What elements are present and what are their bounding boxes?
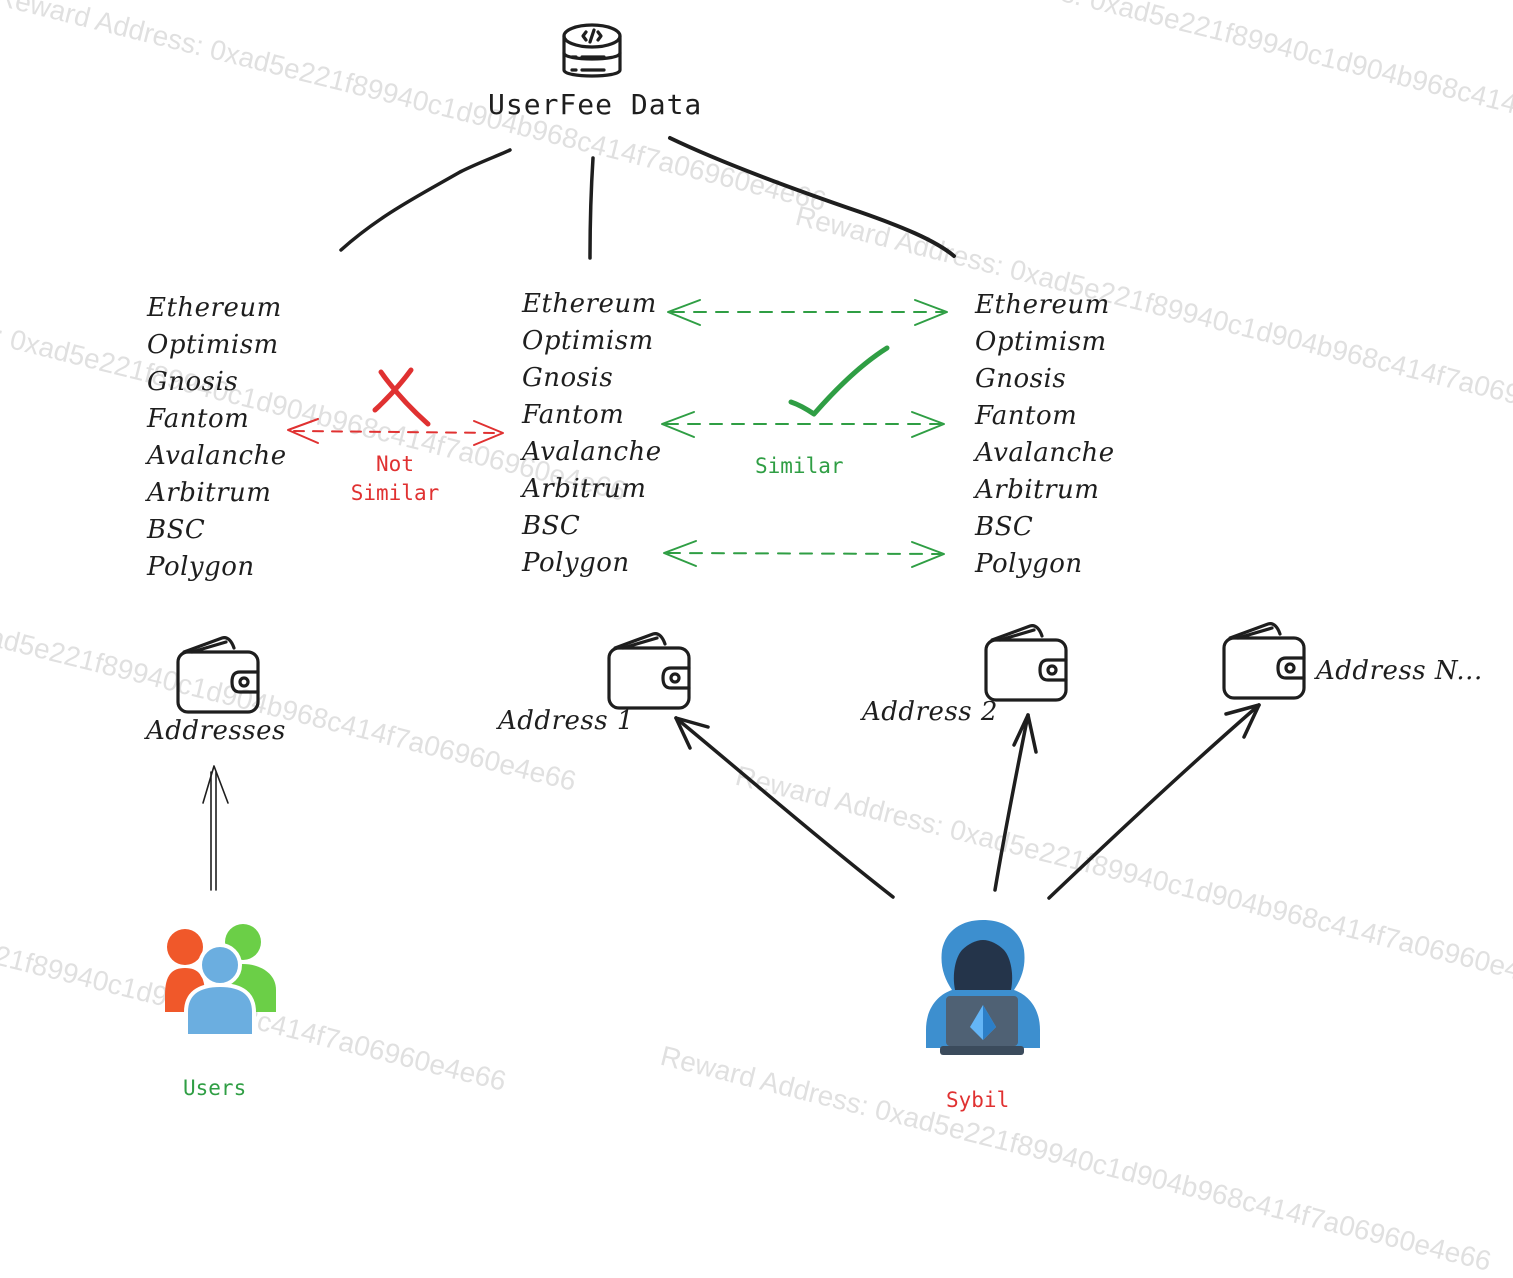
chain-list-users: Ethereum Optimism Gnosis Fantom Avalanch… [147,290,287,586]
wallet-icon [607,632,691,710]
similar-arrow-polygon [663,540,945,568]
sybil-arrows [674,703,1261,900]
not-similar-arrow [287,418,504,446]
chain-item: Arbitrum [147,478,272,508]
hooded-hacker-icon [926,920,1040,1055]
chain-item: Polygon [147,552,255,582]
users-arrow [202,765,229,891]
users-group-icon [165,924,276,1038]
not-similar-line-1: Not [376,452,414,476]
branch-line-left [339,148,512,252]
chain-item: Fantom [522,400,625,430]
similar-arrow-fantom [661,411,945,438]
chain-item: BSC [147,515,206,545]
chain-item: Optimism [147,330,279,360]
wallet-icon [984,624,1068,702]
chain-item: Fantom [147,404,250,434]
wallet-icon [176,636,260,714]
not-similar-label: Not Similar [335,450,455,508]
chain-item: Ethereum [522,289,657,319]
checkmark-icon [788,345,890,417]
similar-arrow-ethereum [667,299,948,326]
branch-line-right [668,136,956,258]
chain-item: Ethereum [975,290,1110,320]
sybil-label: Sybil [946,1088,1010,1112]
chain-item: Ethereum [147,293,282,323]
cross-icon [372,367,431,427]
chain-item: Avalanche [975,438,1115,468]
chain-item: Optimism [522,326,654,356]
similar-label: Similar [755,454,844,478]
chain-list-address-1: Ethereum Optimism Gnosis Fantom Avalanch… [522,286,662,582]
wallet-icon [1222,622,1306,700]
chain-item: Polygon [522,548,630,578]
chain-item: Arbitrum [522,474,647,504]
chain-item: Avalanche [147,441,287,471]
database-code-icon [562,23,622,78]
diagram-connectors [165,23,1306,1055]
data-source-label: UserFee Data [488,88,703,121]
wallet-label-addresses: Addresses [146,716,286,746]
branch-line-center [588,156,595,260]
chain-item: Optimism [975,327,1107,357]
chain-item: Gnosis [522,363,614,393]
not-similar-line-2: Similar [350,481,440,505]
users-label: Users [183,1076,247,1100]
wallet-label-address-1: Address 1 [498,706,634,736]
wallet-label-address-n: Address N... [1316,656,1483,686]
chain-item: Polygon [975,549,1083,579]
chain-item: Gnosis [147,367,239,397]
chain-list-address-2: Ethereum Optimism Gnosis Fantom Avalanch… [975,287,1115,583]
chain-item: BSC [522,511,581,541]
chain-item: Avalanche [522,437,662,467]
chain-item: Fantom [975,401,1078,431]
wallet-label-address-2: Address 2 [862,697,998,727]
chain-item: Gnosis [975,364,1067,394]
chain-item: Arbitrum [975,475,1100,505]
chain-item: BSC [975,512,1034,542]
